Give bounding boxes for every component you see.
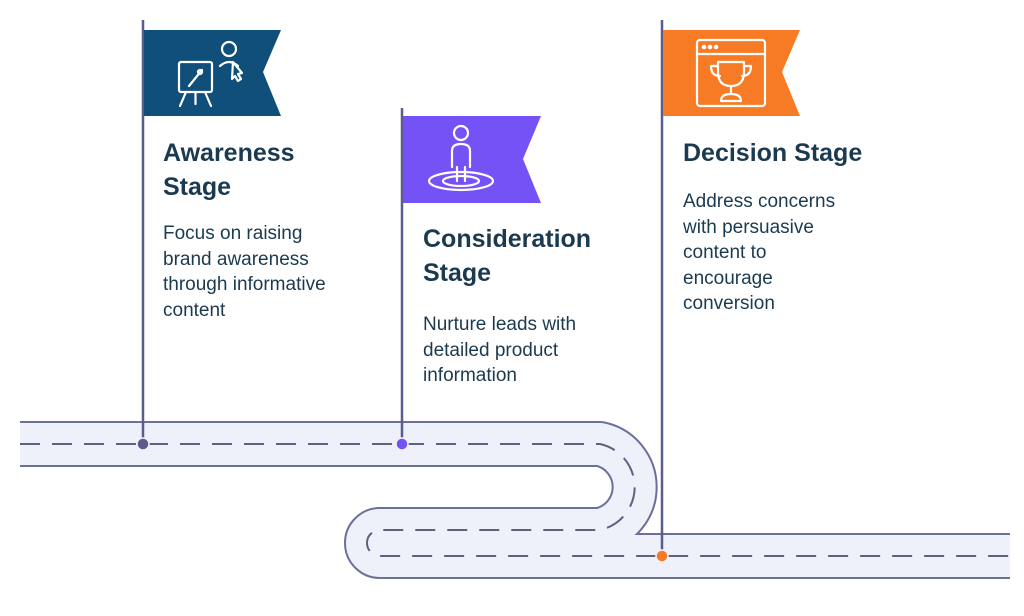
description-line: information: [423, 365, 517, 386]
road-marker: [655, 549, 669, 563]
description-line: content to: [683, 242, 767, 263]
description-line: content: [163, 299, 226, 321]
description-line: with persuasive: [683, 216, 814, 238]
stage-title-consideration: Consideration Stage: [423, 222, 643, 290]
trophy-in-browser-icon: [695, 38, 767, 108]
road-surface: [20, 423, 1010, 577]
road-marker: [136, 437, 150, 451]
stage-description-decision: Address concerns with persuasive content…: [683, 189, 883, 317]
person-on-target-icon: [427, 124, 495, 192]
stage-title-line: Stage: [163, 173, 232, 201]
description-line: Address concerns: [683, 191, 836, 212]
road-marker: [395, 437, 409, 451]
stage-title-line: Stage: [423, 259, 492, 287]
stage-description-consideration: Nurture leads with detailed product info…: [423, 312, 623, 389]
stage-title-line: Awareness: [163, 139, 295, 167]
stage-title-line: Consideration: [423, 225, 592, 253]
road-center-line: [20, 443, 1010, 557]
stage-awareness-flag: [136, 20, 281, 451]
road: [0, 410, 1024, 590]
description-line: encourage: [683, 267, 773, 289]
stage-title-line: Decision Stage: [683, 139, 863, 167]
presentation-easel-icon: [177, 40, 244, 108]
stage-title-decision: Decision Stage: [683, 136, 943, 170]
description-line: detailed product: [423, 339, 559, 361]
stage-consideration-flag: [395, 108, 541, 451]
stage-title-awareness: Awareness Stage: [163, 136, 363, 204]
flag-banner: [403, 116, 541, 203]
description-line: Focus on raising: [163, 223, 303, 244]
description-line: through informative: [163, 274, 326, 295]
stage-decision-flag: [655, 20, 800, 563]
stage-description-awareness: Focus on raising brand awareness through…: [163, 221, 373, 323]
description-line: Nurture leads with: [423, 314, 577, 335]
description-line: conversion: [683, 293, 775, 314]
description-line: brand awareness: [163, 248, 309, 270]
flag-banner: [663, 30, 800, 116]
